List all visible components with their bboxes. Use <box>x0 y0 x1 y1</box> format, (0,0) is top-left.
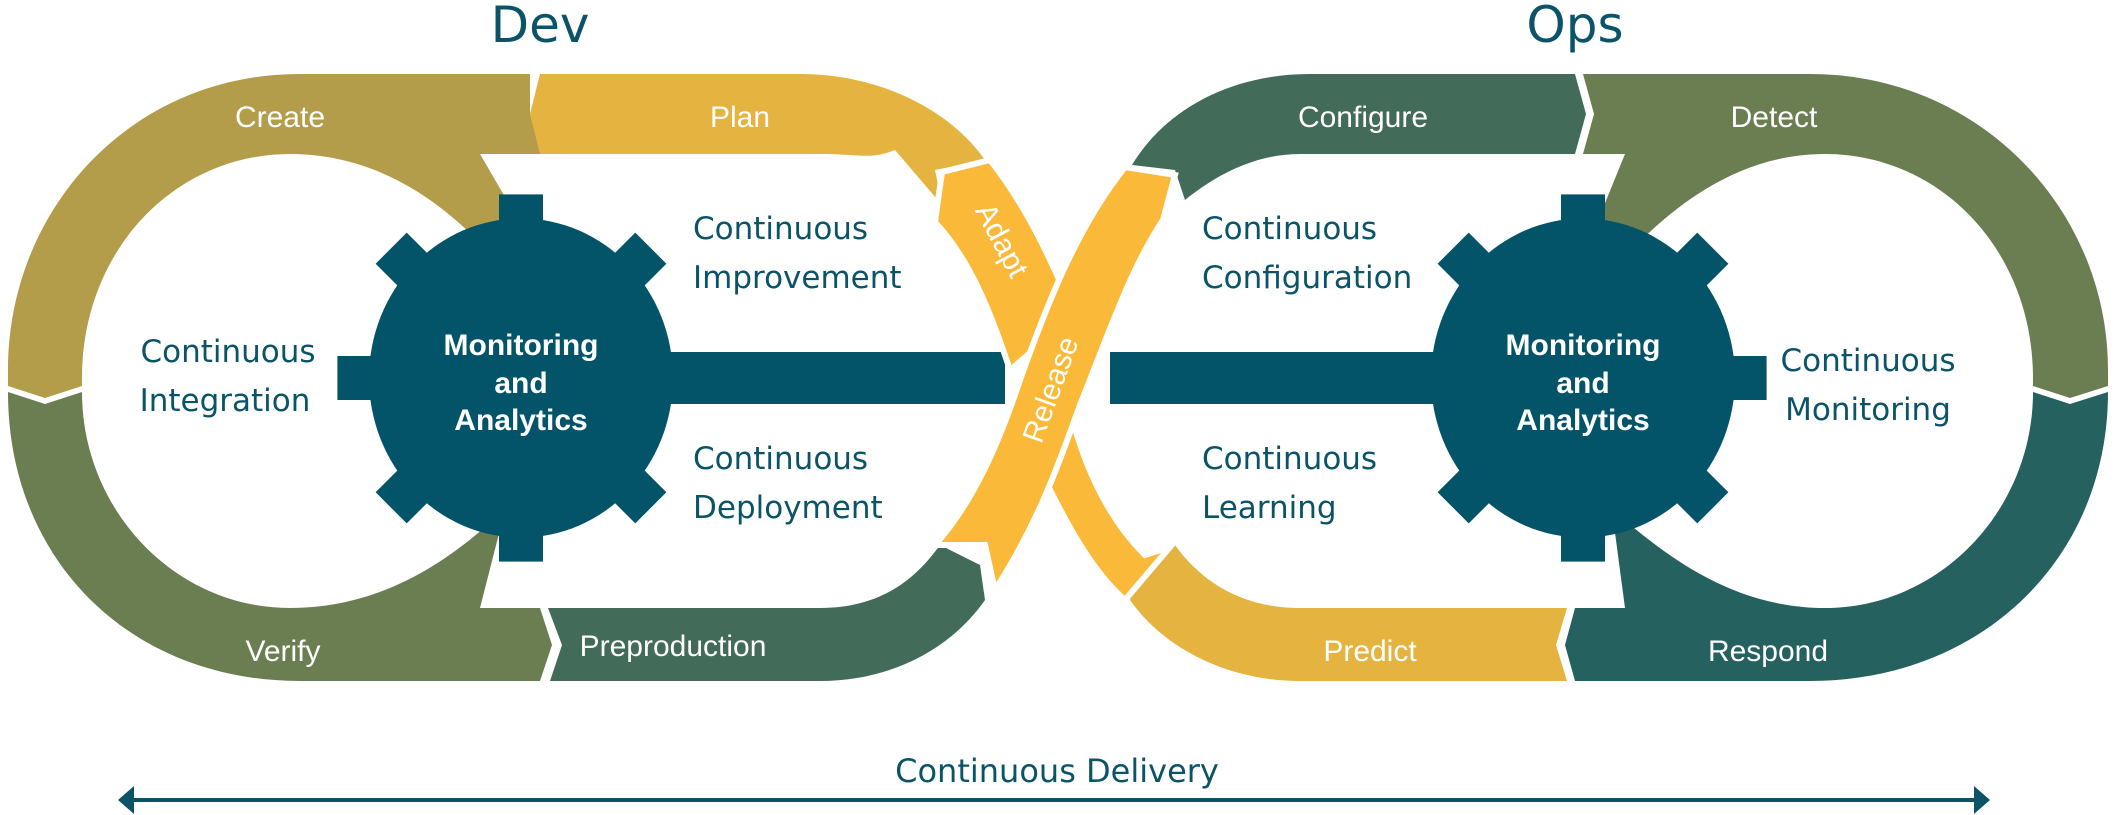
segment-plan <box>530 74 985 205</box>
segment-create <box>8 74 545 398</box>
label-cd-line2: Deployment <box>693 490 883 526</box>
gear-dev <box>337 194 705 562</box>
gear-ops <box>1399 194 1767 562</box>
gear-body <box>369 218 673 538</box>
label-cm-line1: Continuous <box>1780 343 1955 379</box>
dev-title: Dev <box>491 0 590 54</box>
gear-tooth <box>1437 232 1498 293</box>
label-create: Create <box>235 101 325 134</box>
label-preproduction: Preproduction <box>580 630 767 663</box>
gear-tooth <box>606 463 667 524</box>
continuous-delivery-label: Continuous Delivery <box>895 752 1219 790</box>
label-cl-line1: Continuous <box>1202 441 1377 477</box>
label-cl-line2: Learning <box>1202 490 1337 526</box>
gear-tooth <box>1399 356 1440 400</box>
segment-predict <box>1130 545 1567 681</box>
gear-tooth <box>499 194 543 235</box>
ribbon-adapt-lower <box>1036 401 1180 605</box>
gear-tooth <box>375 232 436 293</box>
gear-body <box>1431 218 1735 538</box>
dev-gear-line3: Analytics <box>454 404 587 437</box>
label-cimp-line2: Improvement <box>693 260 902 296</box>
ops-gear-line2: and <box>1556 367 1609 400</box>
label-configure: Configure <box>1298 101 1428 134</box>
segment-preproduction <box>548 545 985 681</box>
ops-gear-line1: Monitoring <box>1506 329 1661 362</box>
label-cconf-line2: Configuration <box>1202 260 1412 296</box>
gear-tooth <box>664 356 705 400</box>
arrow-right-icon <box>1974 786 1990 814</box>
dev-gear-line2: and <box>494 367 547 400</box>
gear-tooth <box>1437 463 1498 524</box>
gear-tooth <box>1561 194 1605 235</box>
label-respond: Respond <box>1708 635 1828 668</box>
gear-tooth <box>606 232 667 293</box>
gear-tooth <box>499 521 543 562</box>
gear-tooth <box>375 463 436 524</box>
segment-verify <box>8 392 552 681</box>
label-ci-line2: Integration <box>140 383 311 419</box>
ops-gear-line3: Analytics <box>1516 404 1649 437</box>
label-detect: Detect <box>1731 101 1818 134</box>
arrow-left-icon <box>118 786 134 814</box>
label-plan: Plan <box>710 101 770 134</box>
label-verify: Verify <box>245 635 320 668</box>
label-cm-line2: Monitoring <box>1785 392 1951 428</box>
label-cimp-line1: Continuous <box>693 211 868 247</box>
gear-tooth <box>337 356 378 400</box>
label-cconf-line1: Continuous <box>1202 211 1377 247</box>
gear-tooth <box>1561 521 1605 562</box>
dev-gear-line1: Monitoring <box>444 329 599 362</box>
gear-tooth <box>1726 356 1767 400</box>
label-predict: Predict <box>1323 635 1417 668</box>
label-cd-line1: Continuous <box>693 441 868 477</box>
segment-detect <box>1583 74 2108 398</box>
ribbon-release <box>928 163 1179 598</box>
gear-tooth <box>1668 232 1729 293</box>
label-ci-line1: Continuous <box>140 334 315 370</box>
segment-respond <box>1565 392 2108 681</box>
segment-configure <box>1132 74 1586 200</box>
gear-tooth <box>1668 463 1729 524</box>
ops-title: Ops <box>1526 0 1623 54</box>
